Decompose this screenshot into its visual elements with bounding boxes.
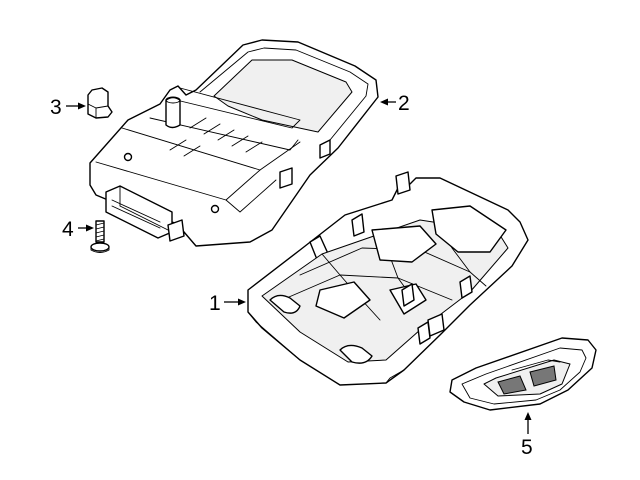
callout-label-1: 1	[209, 292, 221, 315]
callout-label-2: 2	[398, 92, 410, 115]
part-1-housing	[247, 171, 529, 386]
callout-label-3: 3	[50, 96, 62, 119]
part-3-clip	[87, 87, 113, 119]
callout-2: 2	[380, 92, 410, 115]
callout-1: 1	[209, 292, 246, 315]
callout-3: 3	[50, 96, 86, 119]
part-2-console-frame	[89, 39, 379, 247]
part-4-screw	[90, 220, 110, 253]
callout-label-4: 4	[62, 218, 74, 241]
callout-5: 5	[521, 412, 533, 459]
callout-4: 4	[62, 218, 94, 241]
callout-label-5: 5	[521, 436, 533, 459]
part-5-lens	[449, 337, 597, 411]
